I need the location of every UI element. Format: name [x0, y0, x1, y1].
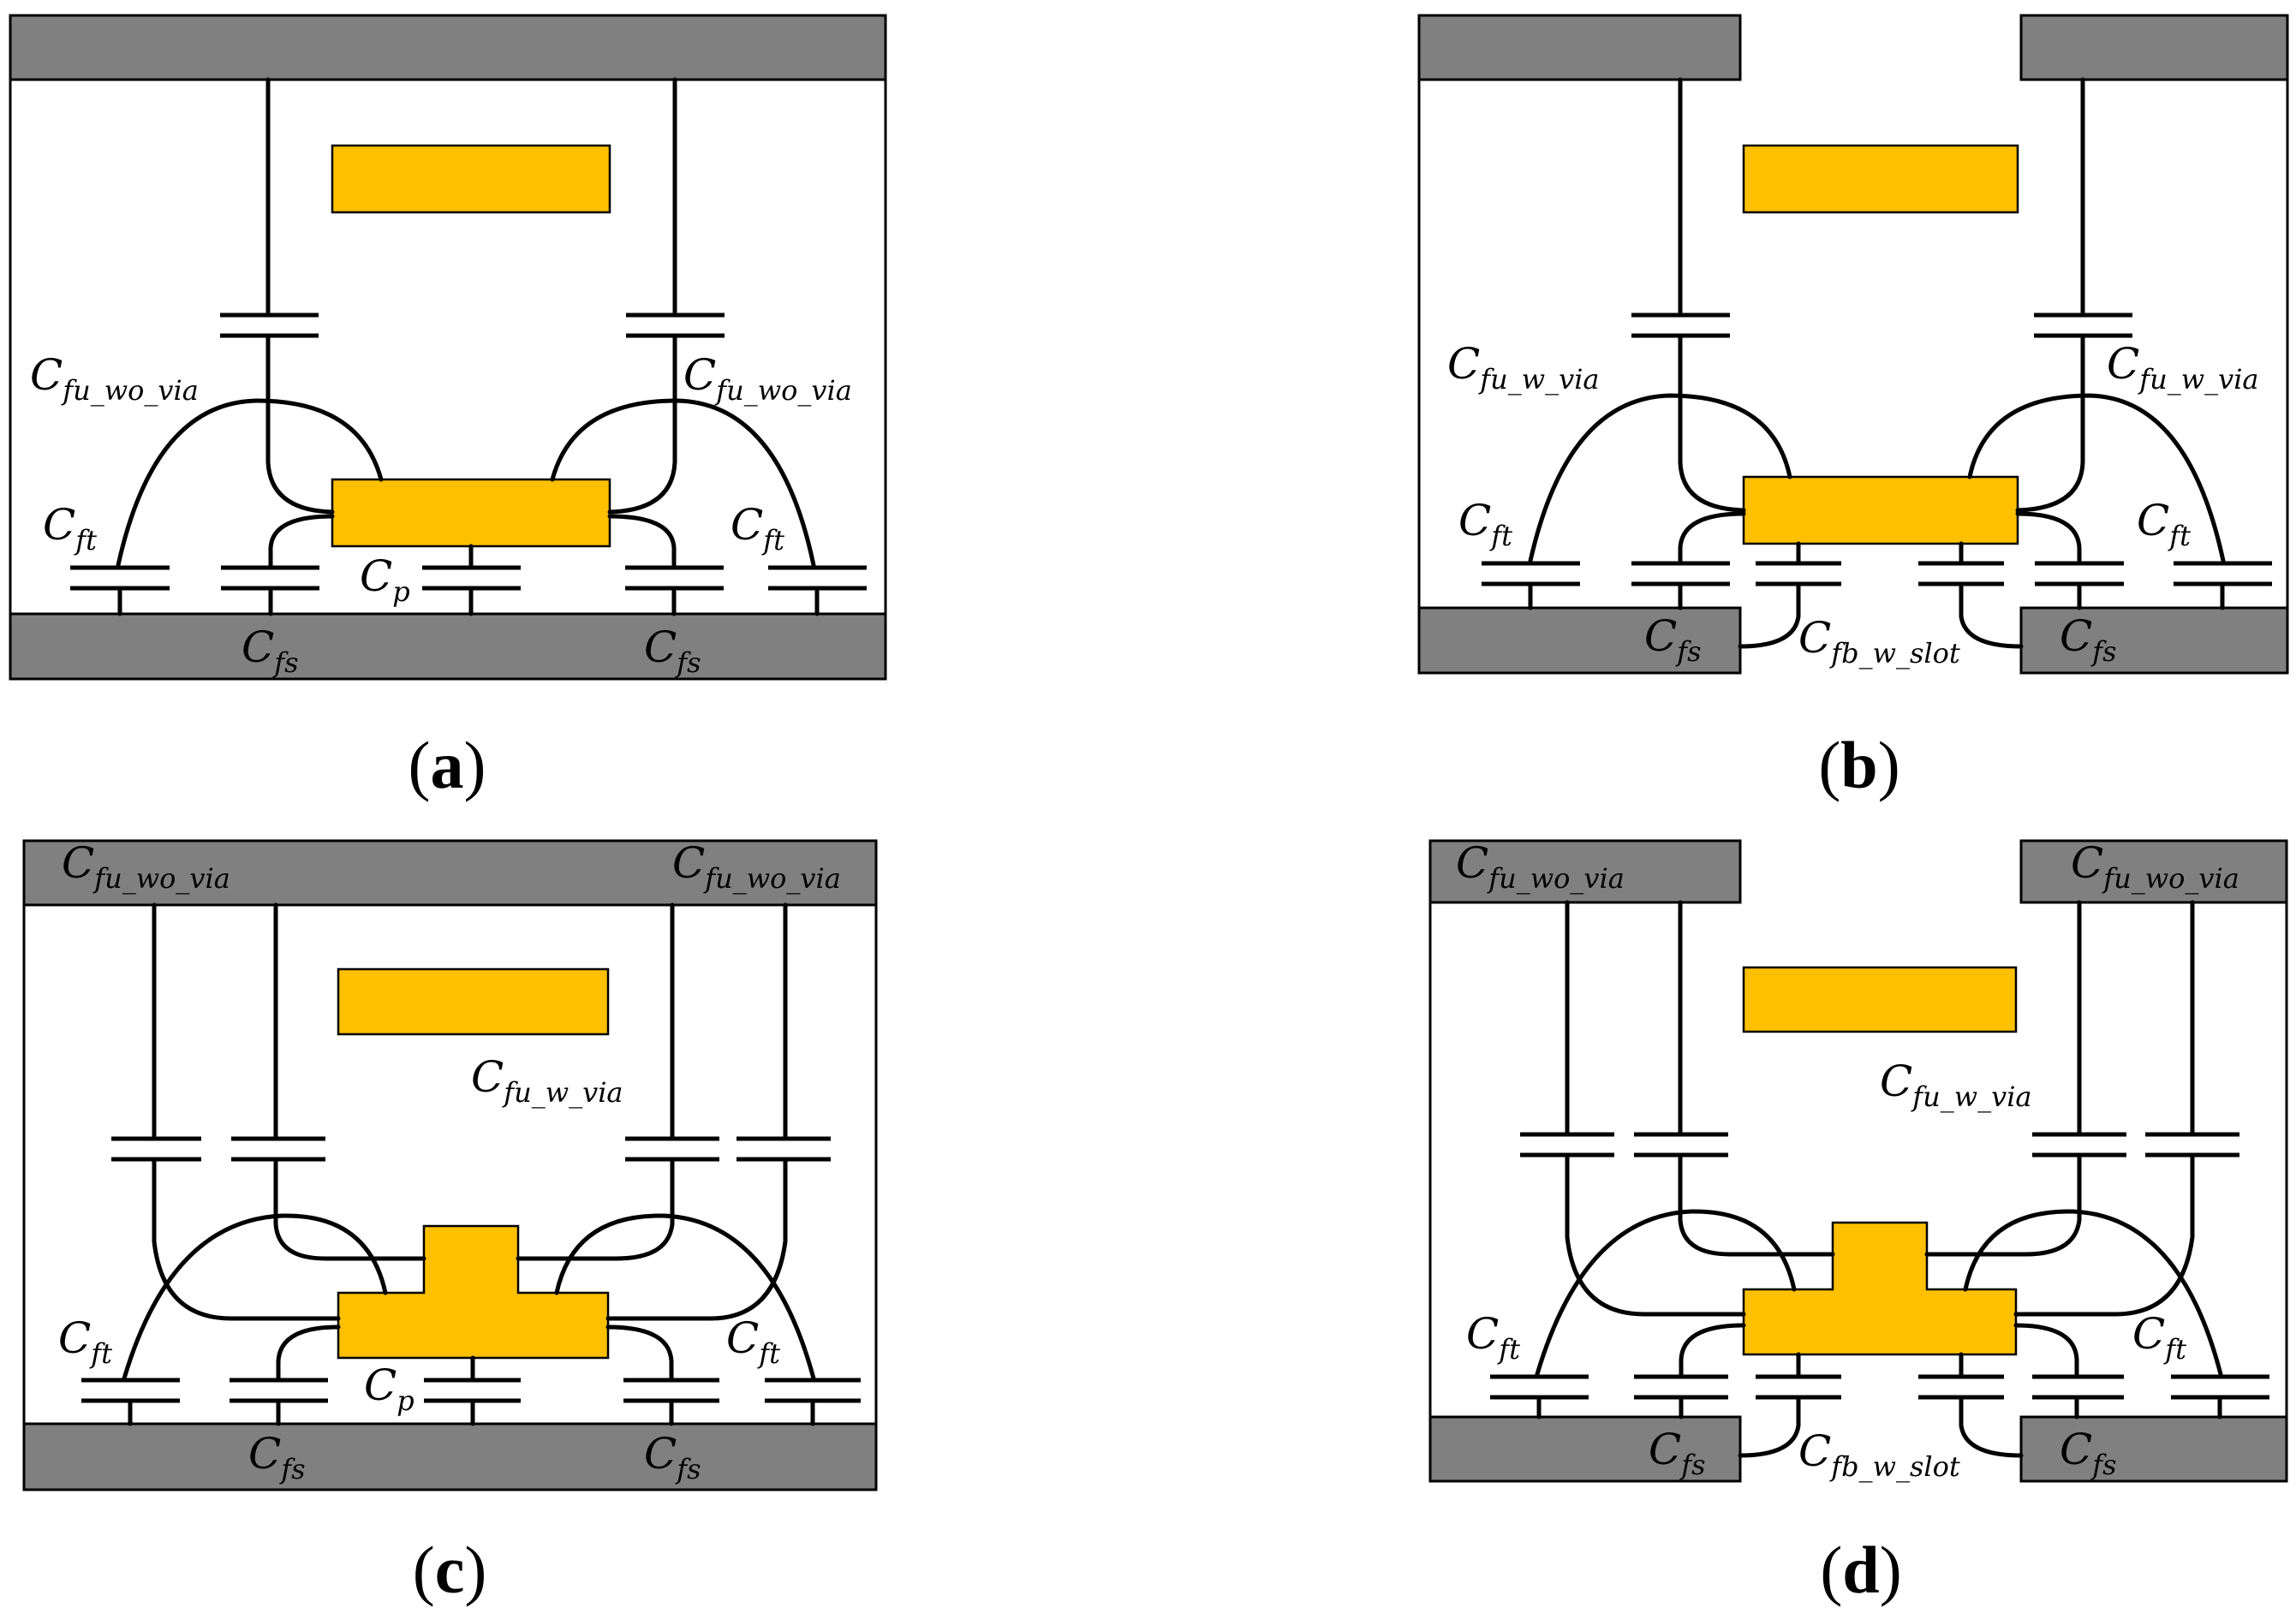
- panel-d-fs-right-top-wire: [2013, 1323, 2079, 1379]
- panel-b-bottom-slot-gap: [1740, 604, 2021, 678]
- panel-c-bottom-ground: [22, 1422, 878, 1491]
- panel-b-top-ground-left: [1417, 14, 1742, 81]
- panel-b-fu-left-bottom-wire: [1678, 333, 1746, 513]
- panel-c-p-label: Cp: [364, 1360, 414, 1417]
- panel-a-frame: [9, 14, 887, 681]
- panel-c-ft-right-arc: [554, 1213, 816, 1381]
- panel-c-top-left-label: Cfu_wo_via: [62, 838, 230, 895]
- panel-d-signal-conductor: [1742, 1221, 2018, 1356]
- panel-b-fu-right-label: Cfu_w_via: [2107, 339, 2259, 396]
- panel-a-ft-left-label: Cft: [43, 500, 97, 557]
- panel-d-bottom-slot-gap: [1740, 1414, 2021, 1488]
- panel-a: Cfu_wo_via Cfu_wo_via Cft Cft Cp Cfs Cfs…: [9, 14, 887, 802]
- panel-c-caption: (c): [413, 1533, 487, 1607]
- panel-d-fb-left-bottom-wire: [1738, 1395, 1801, 1458]
- panel-a-fu-right-label: Cfu_wo_via: [683, 350, 852, 407]
- panel-a-fu-left-label: Cfu_wo_via: [30, 350, 199, 407]
- panel-c-upper-conductor: [337, 967, 610, 1036]
- panel-a-top-ground: [9, 14, 887, 81]
- panel-d-top-slot-gap: [1740, 835, 2021, 908]
- panel-c: Cfu_wo_via Cfu_wo_via Cfu_w_via Cft Cft …: [22, 838, 878, 1607]
- panel-d-top-ground-right: [2019, 839, 2288, 904]
- panel-b-frame: [1417, 14, 2289, 675]
- panel-d-bottom-ground-right: [2019, 1415, 2288, 1483]
- panel-a-fu-left-bottom-wire: [265, 333, 335, 515]
- panel-d-ft-left-arc: [1535, 1209, 1797, 1377]
- panel-c-fu-inner-right-bottom-wire: [516, 1157, 675, 1261]
- panel-b-fb-left-bottom-wire: [1738, 581, 1801, 649]
- panel-b-ft-left-arc: [1528, 393, 1792, 563]
- panel-d-upper-conductor: [1742, 966, 2018, 1033]
- panel-b-top-ground-right: [2019, 14, 2289, 81]
- panel-b-bottom-ground-right: [2019, 606, 2289, 675]
- panel-b-ft-left-label: Cft: [1458, 496, 1512, 552]
- panel-a-fs-right-top-wire: [607, 514, 677, 570]
- panel-b-fb-label: Cfb_w_slot: [1798, 613, 1960, 670]
- panel-b-fu-left-label: Cfu_w_via: [1447, 339, 1600, 396]
- panel-c-frame: [22, 839, 878, 1491]
- panel-a-signal-conductor: [331, 478, 611, 548]
- panel-d-fs-left-top-wire: [1679, 1323, 1746, 1379]
- panel-d-fu-w-label: Cfu_w_via: [1880, 1057, 2032, 1113]
- panel-d-ft-left-label: Cft: [1466, 1309, 1520, 1366]
- panel-d-frame: [1428, 839, 2288, 1483]
- panel-d-fb-right-bottom-wire: [1959, 1395, 2024, 1458]
- panel-a-fu-right-bottom-wire: [607, 333, 677, 515]
- panel-c-fs-left-top-wire: [276, 1324, 341, 1383]
- panel-c-fu-outer-right-bottom-wire: [605, 1157, 788, 1321]
- panel-b-ft-right-label: Cft: [2137, 496, 2191, 552]
- panel-b-top-slot-gap: [1740, 9, 2021, 82]
- panel-a-ft-left-arc: [116, 398, 384, 568]
- panel-b-fs-left-label: Cfs: [1644, 611, 1702, 668]
- panel-d-ft-right-arc: [1963, 1209, 2223, 1377]
- panel-a-bottom-ground: [9, 612, 887, 681]
- panel-b-fs-right-label: Cfs: [2060, 611, 2117, 668]
- panel-b-fs-right-top-wire: [2015, 511, 2082, 566]
- panel-b-fb-right-bottom-wire: [1959, 581, 2024, 649]
- panel-d-ft-right-label: Cft: [2132, 1309, 2186, 1366]
- panel-d-top-ground-left: [1428, 839, 1742, 904]
- panel-d-fb-label: Cfb_w_slot: [1798, 1426, 1960, 1483]
- panel-c-fu-inner-left-bottom-wire: [273, 1157, 426, 1261]
- panel-c-signal-conductor: [337, 1224, 610, 1360]
- panel-c-fu-outer-left-bottom-wire: [152, 1157, 341, 1321]
- panel-d-fu-inner-left-bottom-wire: [1678, 1152, 1835, 1257]
- panel-c-fu-w-label: Cfu_w_via: [471, 1052, 623, 1109]
- panel-c-top-right-label: Cfu_wo_via: [672, 838, 841, 895]
- panel-b: Cfu_w_via Cfu_w_via Cft Cft Cfs Cfs Cfb_…: [1417, 9, 2289, 802]
- panel-c-ft-right-label: Cft: [726, 1313, 780, 1370]
- panel-a-fs-left-top-wire: [268, 514, 335, 570]
- panel-b-caption: (b): [1818, 728, 1899, 802]
- panel-b-signal-conductor: [1742, 475, 2019, 545]
- panel-b-upper-conductor: [1742, 144, 2019, 214]
- panel-a-ft-right-arc: [550, 398, 816, 568]
- panel-d-fs-left-label: Cfs: [1649, 1425, 1706, 1481]
- panel-d-top-left-label: Cfu_wo_via: [1456, 838, 1625, 895]
- panel-a-fs-left-label: Cfs: [242, 622, 299, 679]
- panel-d-fu-outer-left-bottom-wire: [1565, 1152, 1746, 1317]
- panel-c-top-ground: [22, 839, 878, 907]
- panel-c-fs-left-label: Cfs: [248, 1429, 306, 1485]
- panel-d-top-right-label: Cfu_wo_via: [2071, 838, 2239, 895]
- panel-d-caption: (d): [1820, 1533, 1901, 1607]
- panel-b-bottom-ground-left: [1417, 606, 1742, 675]
- panel-d-fs-right-label: Cfs: [2060, 1425, 2117, 1481]
- panel-c-ft-left-label: Cft: [58, 1313, 112, 1370]
- panel-d-fu-outer-right-bottom-wire: [2013, 1152, 2195, 1317]
- panel-b-fu-right-bottom-wire: [2015, 333, 2085, 513]
- panel-c-fs-right-top-wire: [605, 1324, 674, 1383]
- panel-b-fs-left-top-wire: [1678, 511, 1746, 566]
- panel-a-p-label: Cp: [360, 551, 410, 608]
- panel-b-ft-right-arc: [1967, 393, 2226, 563]
- panel-d-bottom-ground-left: [1428, 1415, 1742, 1483]
- panel-c-fs-right-label: Cfs: [644, 1429, 701, 1485]
- panel-d-fu-inner-right-bottom-wire: [1924, 1152, 2082, 1257]
- panel-a-upper-conductor: [331, 144, 611, 214]
- panel-d: Cfu_wo_via Cfu_wo_via Cfu_w_via Cft Cft …: [1428, 835, 2288, 1607]
- panel-a-caption: (a): [409, 728, 486, 802]
- panel-a-fs-right-label: Cfs: [644, 622, 701, 679]
- panel-a-ft-right-label: Cft: [731, 500, 784, 557]
- panel-c-ft-left-arc: [122, 1213, 388, 1381]
